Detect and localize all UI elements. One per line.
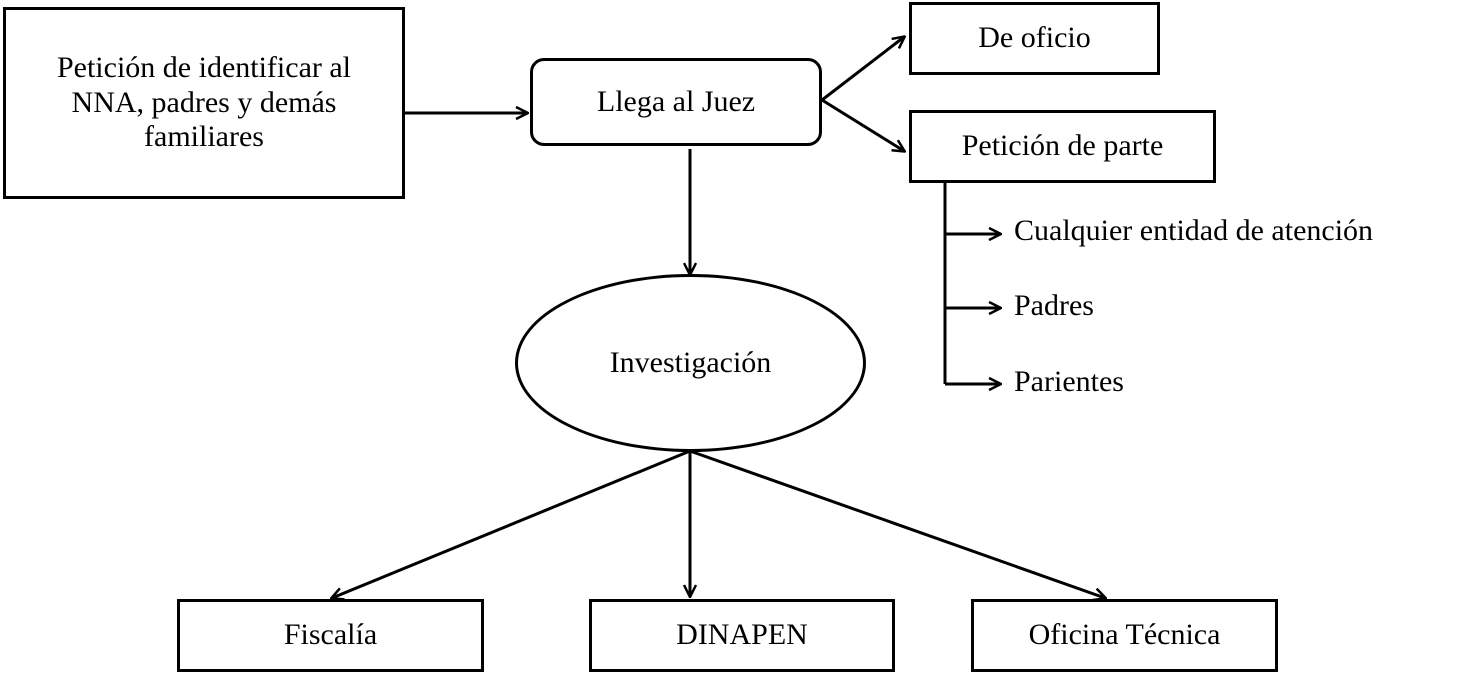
node-de-oficio-label: De oficio <box>978 21 1091 55</box>
node-dinapen-label: DINAPEN <box>676 618 808 652</box>
node-peticion-label: Petición de identificar al NNA, padres y… <box>56 51 352 154</box>
node-juez: Llega al Juez <box>530 58 822 146</box>
edge-juez-de-oficio <box>821 37 904 102</box>
node-oficina-tecnica: Oficina Técnica <box>971 599 1278 672</box>
node-fiscalia: Fiscalía <box>177 599 484 672</box>
label-parientes: Parientes <box>1014 365 1124 398</box>
edge-investigacion-oficina <box>689 449 1105 598</box>
node-peticion-parte: Petición de parte <box>909 110 1216 183</box>
label-padres: Padres <box>1014 289 1094 322</box>
node-fiscalia-label: Fiscalía <box>283 618 378 652</box>
node-oficina-tecnica-label: Oficina Técnica <box>1028 618 1221 652</box>
node-dinapen: DINAPEN <box>589 599 895 672</box>
edge-juez-peticion-parte <box>821 98 904 151</box>
node-juez-label: Llega al Juez <box>596 84 756 118</box>
node-peticion: Petición de identificar al NNA, padres y… <box>3 7 405 199</box>
label-cualquier-entidad: Cualquier entidad de atención <box>1014 214 1374 247</box>
node-investigacion-label: Investigación <box>609 345 772 379</box>
edge-investigacion-fiscalia <box>332 449 691 598</box>
node-peticion-parte-label: Petición de parte <box>961 129 1164 163</box>
node-investigacion: Investigación <box>515 274 866 452</box>
node-de-oficio: De oficio <box>909 2 1160 75</box>
